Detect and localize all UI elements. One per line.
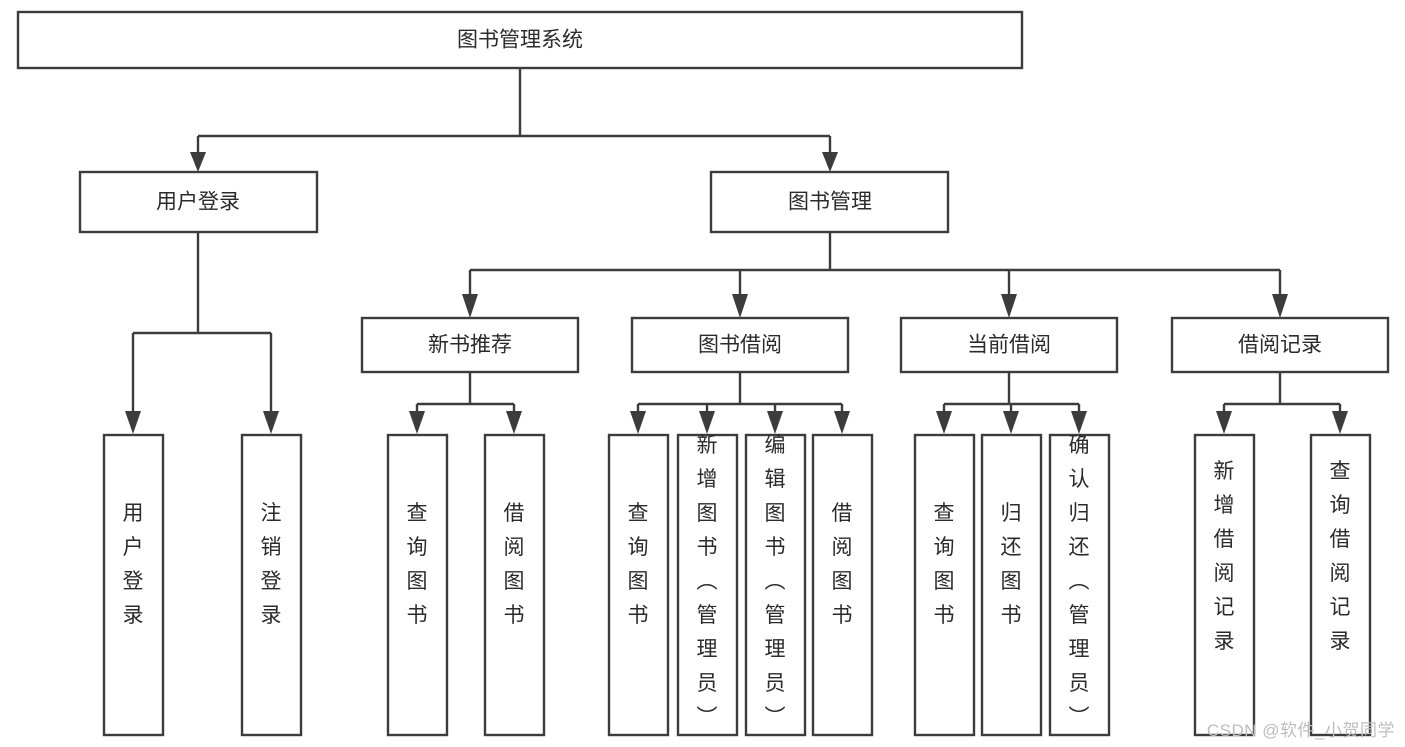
leaf-current-borrow-2[interactable]: 归还图书 (980, 433, 1043, 737)
leaf-new-book-1[interactable]: 查询图书 (386, 433, 449, 737)
leaf-box[interactable] (483, 433, 546, 737)
leaf-box[interactable] (1193, 433, 1256, 737)
leaf-box[interactable] (240, 433, 303, 737)
arrow-re-leaf-2 (1332, 411, 1348, 434)
node-borrow-record[interactable]: 借阅记录 (1170, 316, 1390, 374)
node-book-management-box[interactable] (709, 170, 950, 234)
leaf-book-borrow-1[interactable]: 查询图书 (607, 433, 670, 737)
node-root-label: 图书管理系统 (457, 29, 583, 52)
node-new-book-recommend-box[interactable] (360, 316, 580, 374)
arrow-bm-to-record (1272, 294, 1288, 318)
leaf-label: 借阅图书 (832, 502, 853, 627)
node-borrow-record-label: 借阅记录 (1238, 334, 1322, 357)
arrow-bm-to-current (1001, 294, 1017, 318)
arrow-root-to-book-manage (822, 152, 838, 172)
arrow-bm-to-new-book (462, 294, 478, 318)
node-current-borrow-label: 当前借阅 (967, 334, 1051, 357)
node-root-box[interactable] (16, 10, 1024, 70)
connector-layer (125, 68, 1348, 434)
arrow-nb-leaf-1 (409, 411, 425, 434)
leaf-book-borrow-4[interactable]: 借阅图书 (811, 433, 874, 737)
leaf-label: 注销登录 (261, 502, 282, 627)
leaf-label: 新增图书︵管理员︶ (697, 434, 718, 729)
leaf-box[interactable] (607, 433, 670, 737)
leaf-box[interactable] (980, 433, 1043, 737)
leaf-label: 用户登录 (123, 502, 144, 627)
node-current-borrow[interactable]: 当前借阅 (899, 316, 1119, 374)
leaf-label: 借阅图书 (504, 502, 525, 627)
arrow-bm-to-borrow (732, 294, 748, 318)
leaf-label: 查询图书 (628, 502, 649, 627)
node-borrow-record-box[interactable] (1170, 316, 1390, 374)
arrow-re-leaf-1 (1216, 411, 1232, 434)
node-user-login-box[interactable] (78, 170, 319, 234)
node-new-book-recommend[interactable]: 新书推荐 (360, 316, 580, 374)
leaf-book-borrow-3[interactable]: 编辑图书︵管理员︶ (744, 433, 807, 737)
node-user-login[interactable]: 用户登录 (78, 170, 319, 234)
arrow-cu-leaf-3 (1071, 411, 1087, 434)
leaf-box[interactable] (913, 433, 976, 737)
node-root-book-management-system[interactable]: 图书管理系统 (16, 10, 1024, 70)
leaf-current-borrow-3[interactable]: 确认归还︵管理员︶ (1048, 433, 1111, 737)
arrow-br-leaf-2 (699, 411, 715, 434)
node-book-borrow-label: 图书借阅 (698, 334, 782, 357)
leaf-box[interactable] (676, 433, 739, 737)
leaf-box[interactable] (744, 433, 807, 737)
leaf-label: 编辑图书︵管理员︶ (765, 434, 786, 729)
leaf-borrow-record-1[interactable]: 新增借阅记录 (1193, 433, 1256, 737)
leaf-label: 查询图书 (934, 502, 955, 627)
node-new-book-recommend-label: 新书推荐 (428, 334, 512, 357)
csdn-watermark: CSDN @软件_小贺同学 (1206, 721, 1395, 740)
arrow-nb-leaf-2 (506, 411, 522, 434)
leaf-label: 归还图书 (1001, 502, 1022, 627)
node-user-login-label: 用户登录 (156, 191, 240, 214)
leaf-box[interactable] (386, 433, 449, 737)
arrow-br-leaf-3 (767, 411, 783, 434)
leaf-borrow-record-2[interactable]: 查询借阅记录 (1309, 433, 1372, 737)
node-book-management[interactable]: 图书管理 (709, 170, 950, 234)
node-book-borrow-box[interactable] (630, 316, 850, 374)
leaf-box[interactable] (1309, 433, 1372, 737)
leaf-new-book-2[interactable]: 借阅图书 (483, 433, 546, 737)
leaf-user-login-1[interactable]: 用户登录 (102, 433, 165, 737)
arrow-cu-leaf-2 (1003, 411, 1019, 434)
leaf-current-borrow-1[interactable]: 查询图书 (913, 433, 976, 737)
leaf-label: 查询借阅记录 (1330, 460, 1351, 653)
arrow-br-leaf-1 (630, 411, 646, 434)
arrow-br-leaf-4 (834, 411, 850, 434)
node-current-borrow-box[interactable] (899, 316, 1119, 374)
node-book-borrow[interactable]: 图书借阅 (630, 316, 850, 374)
arrow-cu-leaf-1 (936, 411, 952, 434)
leaf-label: 新增借阅记录 (1214, 460, 1235, 653)
leaf-box[interactable] (1048, 433, 1111, 737)
leaf-box[interactable] (102, 433, 165, 737)
leaf-label: 查询图书 (407, 502, 428, 627)
leaf-user-login-2[interactable]: 注销登录 (240, 433, 303, 737)
leaf-book-borrow-2[interactable]: 新增图书︵管理员︶ (676, 433, 739, 737)
arrow-root-to-user-login (190, 152, 206, 172)
leaf-box[interactable] (811, 433, 874, 737)
arrow-user-login-leaf-2 (263, 411, 279, 434)
arrow-user-login-leaf-1 (125, 411, 141, 434)
leaf-label: 确认归还︵管理员︶ (1069, 434, 1090, 729)
node-book-management-label: 图书管理 (788, 191, 872, 214)
